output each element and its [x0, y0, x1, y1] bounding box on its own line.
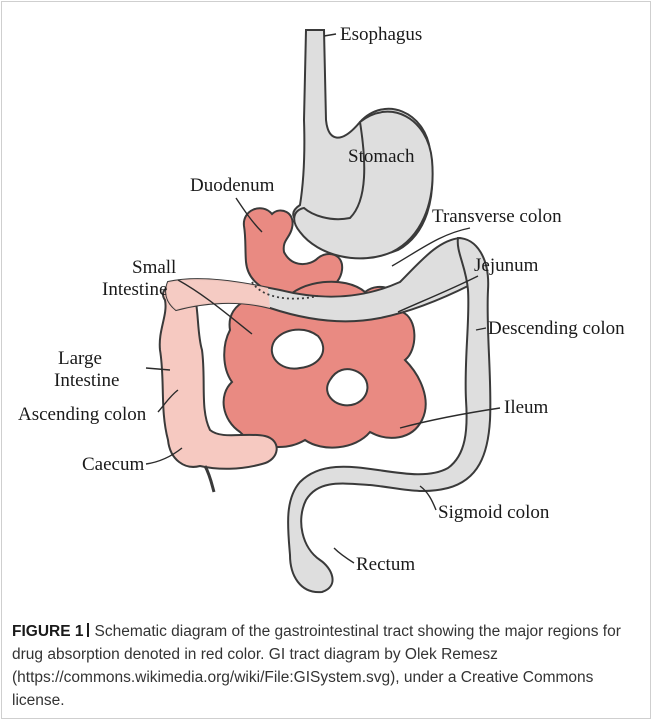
caption-separator — [87, 623, 89, 637]
label-jejunum: Jejunum — [474, 255, 539, 276]
label-large-intestine-line2: Intestine — [54, 370, 119, 391]
leader-esophagus — [324, 34, 336, 36]
figure-label: FIGURE 1 — [12, 623, 83, 640]
label-descending-colon: Descending colon — [488, 318, 625, 339]
label-large-intestine-line1: Large — [58, 348, 102, 369]
label-transverse-colon: Transverse colon — [432, 206, 562, 227]
label-rectum: Rectum — [356, 554, 415, 575]
label-sigmoid-colon: Sigmoid colon — [438, 502, 550, 523]
label-duodenum: Duodenum — [190, 175, 275, 196]
appendix-shape — [205, 466, 214, 492]
label-small-intestine-line2: Intestine — [102, 279, 167, 300]
gi-tract-diagram: Esophagus Stomach Duodenum Transverse co… — [0, 0, 654, 610]
caption-text: Schematic diagram of the gastrointestina… — [12, 623, 621, 709]
label-esophagus: Esophagus — [340, 24, 422, 45]
label-stomach: Stomach — [348, 146, 415, 167]
label-caecum: Caecum — [82, 454, 144, 475]
leader-rectum — [334, 548, 354, 563]
label-ileum: Ileum — [504, 397, 549, 418]
label-ascending-colon: Ascending colon — [18, 404, 147, 425]
label-small-intestine-line1: Small — [132, 257, 176, 278]
